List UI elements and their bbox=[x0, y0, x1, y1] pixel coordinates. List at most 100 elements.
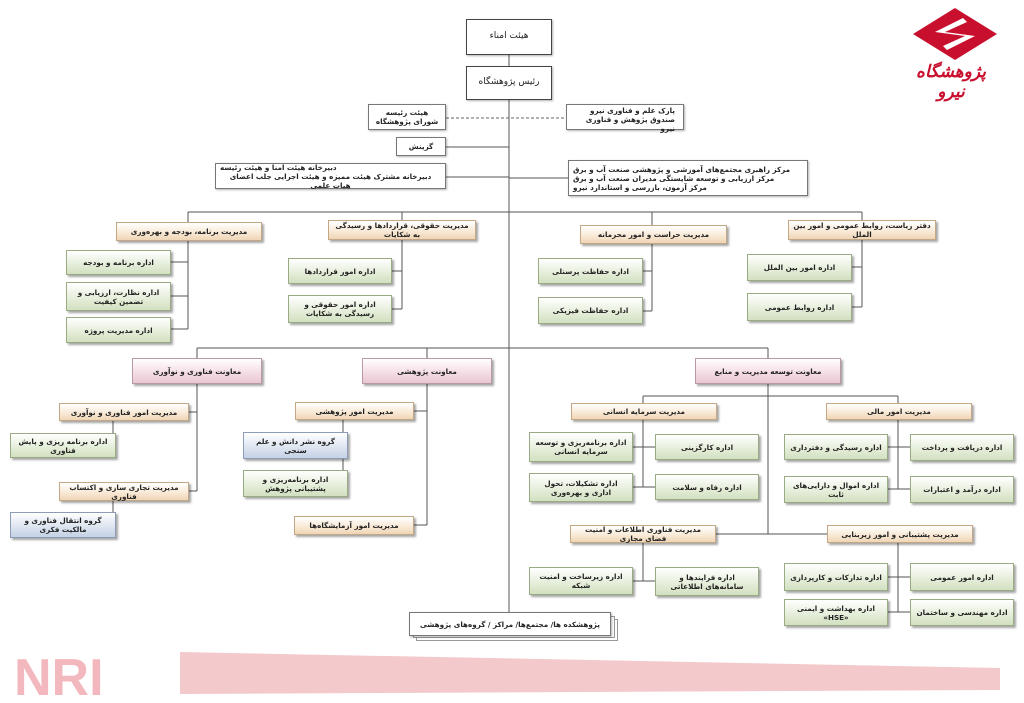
security-unit-personnel-label: اداره حفاظت پرسنلی bbox=[552, 266, 629, 276]
research-planning-unit-label: اداره برنامه‌ریزی و پشتیبانی پژوهش bbox=[262, 474, 329, 493]
centers-box[interactable]: مرکز راهبری مجتمع‌های آموزشی و پژوهشی صن… bbox=[568, 160, 808, 196]
advisory-left-line2: شورای پژوهشگاه bbox=[375, 117, 439, 126]
advisory-left-box[interactable]: هیئت رئیسه شورای پژوهشگاه bbox=[368, 104, 446, 130]
office-unit-international[interactable]: اداره امور بین الملل bbox=[747, 254, 852, 281]
support-management-box[interactable]: مدیریت پشتیبانی و امور زیربنایی bbox=[827, 525, 973, 543]
logo-text: پژوهشگاه نیرو bbox=[916, 62, 986, 102]
program-management-box[interactable]: مدیریت برنامه، بودجه و بهره‌وری bbox=[116, 222, 262, 241]
president-label: رئیس پژوهشگاه bbox=[478, 77, 540, 88]
technology-management-label: مدیریت امور فناوری و نوآوری bbox=[70, 407, 178, 417]
finance-management-box[interactable]: مدیریت امور مالی bbox=[826, 403, 972, 420]
hr-unit-personnel-label: اداره کارگزینی bbox=[680, 442, 734, 452]
technology-deputy-box[interactable]: معاونت فناوری و نوآوری bbox=[132, 358, 262, 384]
finance-management-label: مدیریت امور مالی bbox=[867, 407, 931, 416]
knowledge-publication-group[interactable]: گروه نشر دانش و علم سنجی bbox=[243, 432, 348, 459]
selection-label: گزینش bbox=[408, 142, 434, 151]
it-unit-network-label: اداره زیرساخت و امنیت شبکه bbox=[539, 572, 623, 590]
it-unit-systems-label: اداره فرایندها و سامانه‌های اطلاعاتی bbox=[670, 572, 744, 591]
support-unit-engineering[interactable]: اداره مهندسی و ساختمان bbox=[910, 599, 1014, 626]
support-unit-general[interactable]: اداره امور عمومی bbox=[910, 563, 1014, 591]
research-deputy-label: معاونت پژوهشی bbox=[397, 366, 457, 376]
president-box[interactable]: رئیس پژوهشگاه bbox=[466, 66, 552, 100]
it-unit-network[interactable]: اداره زیرساخت و امنیت شبکه bbox=[529, 567, 633, 595]
support-unit-engineering-label: اداره مهندسی و ساختمان bbox=[916, 608, 1008, 617]
program-management-label: مدیریت برنامه، بودجه و بهره‌وری bbox=[130, 227, 248, 236]
hr-unit-development[interactable]: اداره برنامه‌ریزی و توسعه سرمایه انسانی bbox=[529, 432, 633, 462]
it-unit-systems[interactable]: اداره فرایندها و سامانه‌های اطلاعاتی bbox=[655, 567, 759, 596]
technology-planning-unit-label: اداره برنامه ریزی و پایش فناوری bbox=[18, 436, 108, 455]
research-institutes-label: پژوهشکده ها/ مجتمع‌ها/ مراکز / گروه‌های … bbox=[420, 619, 600, 629]
secretariat-line2: دبیرخانه مشترک هیئت ممیزه و هیئت اجرایی … bbox=[229, 171, 432, 190]
finance-unit-assets-label: اداره اموال و دارایی‌های ثابت bbox=[792, 480, 880, 499]
research-planning-unit[interactable]: اداره برنامه‌ریزی و پشتیبانی پژوهش bbox=[243, 470, 348, 497]
commercialization-management-box[interactable]: مدیریت تجاری سازی و اکتساب فناوری bbox=[59, 482, 189, 501]
commercialization-management-label: مدیریت تجاری سازی و اکتساب فناوری bbox=[69, 482, 179, 501]
program-unit-quality-label: اداره نظارت، ارزیابی و تضمین کیفیت bbox=[77, 287, 160, 306]
security-unit-physical[interactable]: اداره حفاظت فیزیکی bbox=[538, 297, 643, 324]
board-of-trustees-label: هیئت امناء bbox=[489, 31, 529, 42]
support-management-label: مدیریت پشتیبانی و امور زیربنایی bbox=[841, 529, 959, 539]
office-unit-public-relations-label: اداره روابط عمومی bbox=[764, 302, 835, 312]
hr-unit-organization-label: اداره تشکیلات، تحول اداری و بهره‌وری bbox=[544, 478, 618, 497]
program-unit-budget-label: اداره برنامه و بودجه bbox=[83, 258, 154, 267]
research-management-label: مدیریت امور پژوهشی bbox=[315, 406, 394, 416]
finance-unit-accounting-label: اداره رسیدگی و دفترداری bbox=[790, 442, 882, 452]
office-unit-public-relations[interactable]: اداره روابط عمومی bbox=[747, 293, 852, 321]
finance-unit-revenue[interactable]: اداره درآمد و اعتبارات bbox=[910, 476, 1014, 503]
finance-unit-revenue-label: اداره درآمد و اعتبارات bbox=[923, 485, 1001, 494]
advisory-right-box[interactable]: پارک علم و فناوری نیرو صندوق پژوهش و فنا… bbox=[566, 104, 684, 133]
program-unit-project[interactable]: اداره مدیریت پروژه bbox=[66, 317, 171, 343]
centers-line3: مرکز آزمون، بازرسی و استاندارد نیرو bbox=[573, 182, 707, 192]
technology-management-box[interactable]: مدیریت امور فناوری و نوآوری bbox=[59, 403, 189, 421]
security-management-box[interactable]: مدیریت حراست و امور محرمانه bbox=[580, 225, 727, 244]
hr-unit-welfare[interactable]: اداره رفاه و سلامت bbox=[655, 474, 759, 500]
hr-management-box[interactable]: مدیریت سرمایه انسانی bbox=[571, 403, 717, 420]
it-management-box[interactable]: مدیریت فناوری اطلاعات و امنیت فضای مجازی bbox=[570, 525, 716, 543]
watermark-text: NRI bbox=[14, 649, 104, 703]
technology-planning-unit[interactable]: اداره برنامه ریزی و پایش فناوری bbox=[10, 433, 116, 458]
security-unit-physical-label: اداره حفاظت فیزیکی bbox=[552, 306, 629, 315]
support-unit-hse-label: اداره بهداشت و ایمنی «HSE» bbox=[797, 603, 875, 622]
support-unit-general-label: اداره امور عمومی bbox=[930, 572, 994, 582]
research-deputy-box[interactable]: معاونت پژوهشی bbox=[362, 358, 492, 384]
hr-unit-development-label: اداره برنامه‌ریزی و توسعه سرمایه انسانی bbox=[535, 438, 627, 456]
secretariat-box[interactable]: دبیرخانه هیئت امنا و هیئت رئیسه دبیرخانه… bbox=[215, 162, 446, 190]
secretariat-line1: دبیرخانه هیئت امنا و هیئت رئیسه bbox=[220, 162, 337, 172]
laboratories-management-box[interactable]: مدیریت امور آزمایشگاه‌ها bbox=[294, 516, 414, 535]
program-unit-quality[interactable]: اداره نظارت، ارزیابی و تضمین کیفیت bbox=[66, 282, 171, 311]
support-unit-procurement[interactable]: اداره تدارکات و کارپردازی bbox=[784, 563, 888, 591]
legal-unit-contracts-label: اداره امور قراردادها bbox=[304, 266, 376, 276]
security-unit-personnel[interactable]: اداره حفاظت پرسنلی bbox=[538, 258, 643, 284]
legal-unit-contracts[interactable]: اداره امور قراردادها bbox=[288, 258, 392, 284]
hr-unit-personnel[interactable]: اداره کارگزینی bbox=[655, 434, 759, 460]
advisory-right-line1: پارک علم و فناوری نیرو bbox=[590, 106, 675, 115]
resources-deputy-label: معاونت توسعه مدیریت و منابع bbox=[714, 366, 822, 376]
nri-watermark: NRI bbox=[14, 649, 1000, 703]
technology-transfer-group[interactable]: گروه انتقال فناوری و مالکیت فکری bbox=[10, 512, 116, 538]
technology-deputy-label: معاونت فناوری و نوآوری bbox=[152, 366, 242, 376]
program-unit-budget[interactable]: اداره برنامه و بودجه bbox=[66, 250, 171, 275]
advisory-right-line2: صندوق پژوهش و فناوری نیرو bbox=[585, 115, 675, 133]
it-management-label: مدیریت فناوری اطلاعات و امنیت فضای مجازی bbox=[584, 525, 701, 543]
research-institutes-box[interactable]: پژوهشکده ها/ مجتمع‌ها/ مراکز / گروه‌های … bbox=[409, 612, 611, 636]
legal-unit-complaints-label: اداره امور حقوقی و رسیدگی به شکایات bbox=[304, 300, 376, 318]
office-management-box[interactable]: دفتر ریاست، روابط عمومی و امور بین الملل bbox=[788, 220, 936, 240]
support-unit-hse[interactable]: اداره بهداشت و ایمنی «HSE» bbox=[784, 599, 888, 626]
support-unit-procurement-label: اداره تدارکات و کارپردازی bbox=[790, 572, 882, 582]
hr-unit-organization[interactable]: اداره تشکیلات، تحول اداری و بهره‌وری bbox=[529, 473, 633, 502]
board-of-trustees-box[interactable]: هیئت امناء bbox=[466, 19, 552, 55]
legal-unit-complaints[interactable]: اداره امور حقوقی و رسیدگی به شکایات bbox=[288, 295, 392, 323]
finance-unit-accounting[interactable]: اداره رسیدگی و دفترداری bbox=[784, 434, 888, 460]
finance-unit-payments[interactable]: اداره دریافت و پرداخت bbox=[910, 434, 1014, 461]
research-management-box[interactable]: مدیریت امور پژوهشی bbox=[295, 402, 414, 420]
hr-management-label: مدیریت سرمایه انسانی bbox=[603, 407, 685, 416]
advisory-left-line1: هیئت رئیسه bbox=[385, 108, 429, 117]
resources-deputy-box[interactable]: معاونت توسعه مدیریت و منابع bbox=[695, 358, 841, 384]
centers-line1: مرکز راهبری مجتمع‌های آموزشی و پژوهشی صن… bbox=[573, 164, 791, 174]
selection-box[interactable]: گزینش bbox=[396, 137, 446, 156]
office-unit-international-label: اداره امور بین الملل bbox=[763, 263, 836, 272]
finance-unit-assets[interactable]: اداره اموال و دارایی‌های ثابت bbox=[784, 476, 888, 503]
legal-management-box[interactable]: مدیریت حقوقی، قراردادها و رسیدگی به شکای… bbox=[328, 220, 476, 240]
nri-logo-icon bbox=[913, 8, 997, 60]
